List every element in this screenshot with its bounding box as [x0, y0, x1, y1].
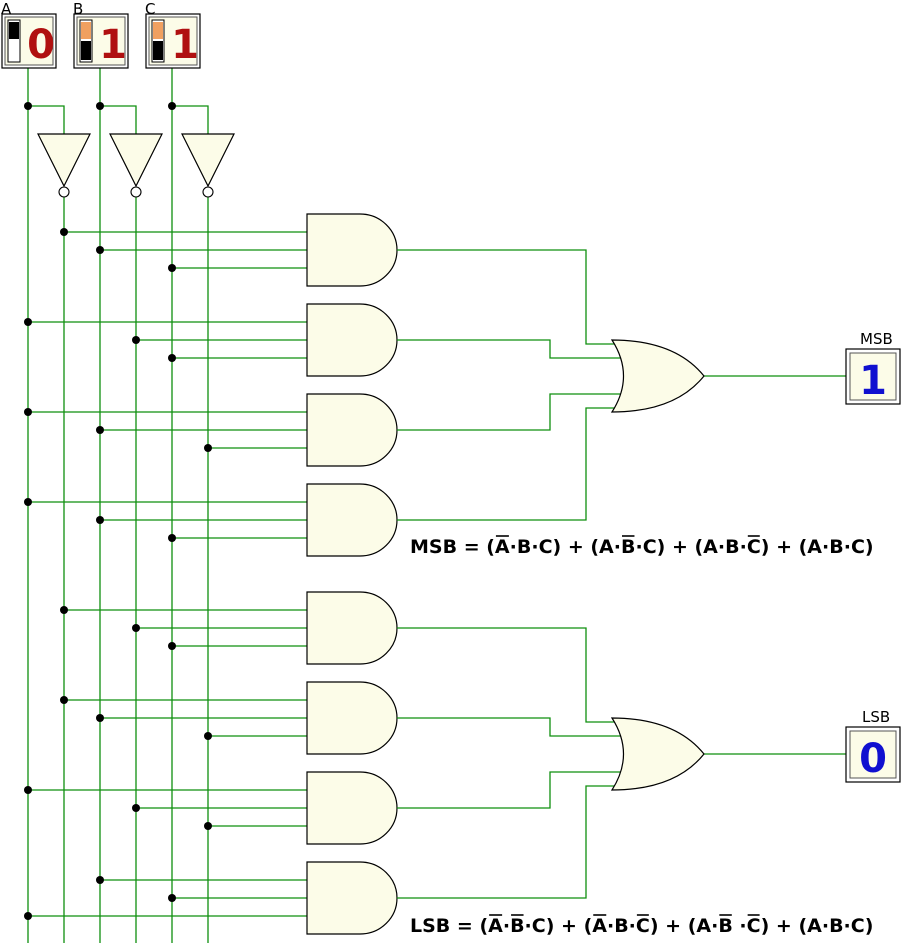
input-value-b: 1: [99, 22, 127, 68]
or-input-wire: [397, 627, 620, 723]
and-gate-5: [306, 591, 398, 665]
junction-dots: [24, 102, 212, 920]
inverter-b: [109, 133, 163, 198]
or-input-wire: [397, 393, 625, 431]
output-value-msb: 1: [859, 358, 887, 404]
input-switch-c[interactable]: C 1: [145, 0, 201, 69]
junction-dot: [204, 822, 212, 830]
junction-dot: [24, 786, 32, 794]
and-gate-2: [306, 303, 398, 377]
junction-dot: [168, 642, 176, 650]
or-input-wire: [397, 249, 620, 345]
junction-dot: [168, 534, 176, 542]
junction-dot: [24, 498, 32, 506]
junction-dot: [168, 894, 176, 902]
msb-equation: MSB = (A·B·C) + (A·B·C) + (A·B·C) + (A·B…: [410, 536, 874, 558]
input-switch-b[interactable]: B 1: [73, 0, 129, 69]
input-switch-a[interactable]: A 0: [1, 0, 57, 69]
junction-dot: [96, 714, 104, 722]
junction-dot: [204, 732, 212, 740]
or-input-wire: [397, 785, 620, 899]
or-gates: [610, 339, 705, 791]
junction-dot: [60, 228, 68, 236]
or-gate-msb: [610, 339, 705, 413]
input-label-c: C: [145, 0, 155, 18]
junction-dot: [60, 696, 68, 704]
inverter-a: [37, 133, 91, 198]
output-label-msb: MSB: [860, 330, 893, 348]
and-gate-4: [306, 483, 398, 557]
junction-dot: [96, 246, 104, 254]
wire-feed-not-b: [100, 105, 137, 134]
or-wires: [397, 249, 846, 899]
input-bus: [27, 68, 209, 943]
and-gates: [28, 213, 398, 935]
junction-dot: [24, 318, 32, 326]
output-value-lsb: 0: [859, 736, 887, 782]
junction-dot: [132, 804, 140, 812]
junction-dot: [132, 336, 140, 344]
and-gate-3: [306, 393, 398, 467]
junction-dot: [132, 624, 140, 632]
input-label-b: B: [73, 0, 83, 18]
junction-dot: [24, 912, 32, 920]
inverter-c: [181, 133, 235, 198]
or-input-wire: [397, 771, 625, 809]
and-gate-1: [306, 213, 398, 287]
negation-overlines: [489, 535, 760, 916]
output-display-lsb: LSB 0: [845, 708, 901, 783]
junction-dot: [96, 426, 104, 434]
wire-feed-not-c: [172, 105, 209, 134]
input-value-a: 0: [27, 22, 55, 68]
or-gate-lsb: [610, 717, 705, 791]
output-display-msb: MSB 1: [845, 330, 901, 405]
junction-dot: [60, 606, 68, 614]
junction-dot: [168, 264, 176, 272]
lsb-equation: LSB = (A·B·C) + (A·B·C) + (A·B ·C) + (A·…: [410, 915, 873, 937]
input-label-a: A: [1, 0, 12, 18]
or-input-wire: [397, 339, 625, 359]
junction-dot: [96, 516, 104, 524]
and-gate-7: [306, 771, 398, 845]
junction-dot: [168, 354, 176, 362]
and-gate-8: [306, 861, 398, 935]
junction-dot: [204, 444, 212, 452]
or-input-wire: [397, 717, 625, 737]
input-value-c: 1: [171, 22, 199, 68]
and-gate-6: [306, 681, 398, 755]
or-input-wire: [397, 407, 620, 521]
junction-dot: [24, 408, 32, 416]
output-label-lsb: LSB: [862, 708, 890, 726]
wire-feed-not-a: [28, 105, 65, 134]
junction-dot: [96, 876, 104, 884]
